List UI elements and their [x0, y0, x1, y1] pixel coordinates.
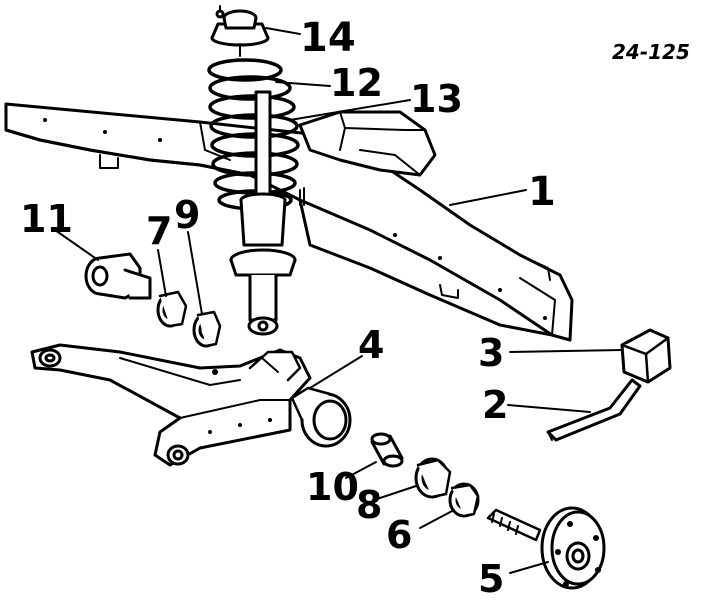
diagram-reference-code: 24-125: [612, 40, 690, 64]
leader-line-9: [187, 231, 203, 315]
leader-line-6: [419, 509, 455, 529]
callout-7: 7: [146, 209, 173, 253]
trailing-arm-part: [30, 343, 352, 467]
leader-line-4: [309, 355, 363, 389]
callout-2: 2: [482, 383, 509, 427]
callout-8: 8: [356, 483, 383, 527]
leader-line-7: [157, 249, 167, 297]
bar-bracket-part: [546, 378, 642, 442]
leader-line-14: [265, 27, 301, 35]
leader-line-5: [509, 561, 549, 574]
wheel-hub-part: [486, 506, 606, 590]
leader-line-11: [54, 229, 99, 261]
callout-9: 9: [174, 193, 201, 237]
ring-part-7: [156, 290, 188, 328]
callout-10: 10: [306, 465, 359, 509]
callout-4: 4: [358, 323, 385, 367]
sleeve-part-10: [370, 432, 404, 468]
callout-1: 1: [528, 169, 556, 215]
leader-line-12: [275, 81, 331, 87]
leader-line-2: [507, 404, 591, 413]
callout-11: 11: [20, 197, 73, 241]
leader-line-3: [509, 349, 623, 353]
callout-14: 14: [300, 15, 356, 61]
leader-line-8: [373, 485, 417, 501]
ring-part-8: [414, 457, 452, 499]
mount-block-part: [620, 328, 672, 384]
callout-6: 6: [386, 513, 413, 557]
shock-absorber-part: [229, 90, 305, 336]
bushing-part-11: [84, 252, 152, 300]
leader-line-10: [345, 461, 377, 479]
leader-line-13: [289, 99, 411, 121]
strut-top-mount-part: [210, 5, 270, 57]
callout-13: 13: [410, 77, 463, 121]
callout-5: 5: [478, 557, 505, 601]
bearing-part-6: [448, 482, 480, 518]
callout-12: 12: [330, 61, 383, 105]
callout-3: 3: [478, 331, 505, 375]
callout-leader-lines: [54, 27, 623, 574]
ring-part-9: [192, 310, 222, 348]
leader-line-1: [449, 189, 527, 206]
